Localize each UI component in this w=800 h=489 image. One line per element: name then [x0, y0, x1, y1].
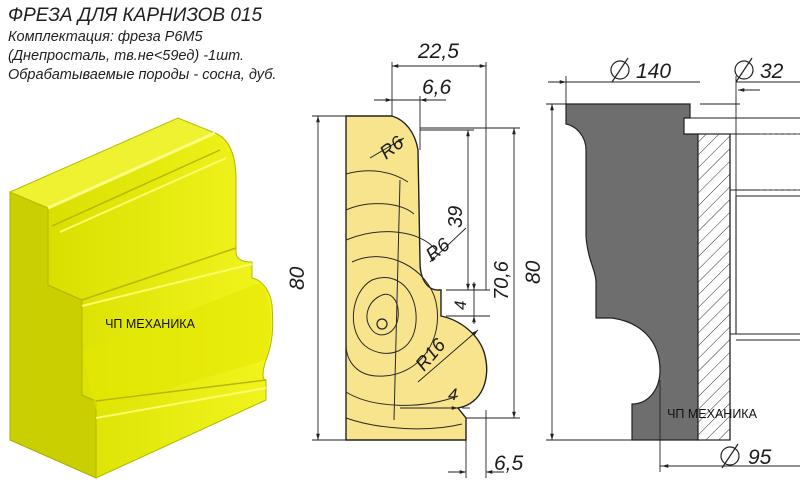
header-block: ФРЕЗА ДЛЯ КАРНИЗОВ 015 Комплектация: фре… — [8, 4, 276, 85]
spec-line-kit: Комплектация: фреза Р6М5 — [8, 29, 203, 45]
dim-radius-mid: R6 — [422, 234, 454, 266]
dim-dia-outer: 140 — [636, 60, 671, 83]
dim-height-70: 70,6 — [491, 260, 513, 300]
spec-line-steel: (Днепросталь, тв.не<59ед) -1шт. — [8, 48, 245, 64]
cutter-dimension-labels: 140 32 80 95 — [522, 57, 784, 469]
spec-line-woods: Обрабатываемые породы - сосна, дуб. — [8, 67, 277, 83]
dim-step-4-bottom: 4 — [448, 385, 457, 404]
dim-dia-small: 95 — [748, 446, 772, 469]
dim-dia-bore: 32 — [760, 60, 784, 83]
watermark-left: ЧП МЕХАНИКА — [105, 317, 196, 331]
cutter-section — [565, 103, 800, 441]
molding-3d-render — [8, 117, 274, 479]
page-title: ФРЕЗА ДЛЯ КАРНИЗОВ 015 — [8, 5, 263, 26]
cutter-dimensions — [546, 76, 800, 472]
dim-offset-bottom: 6,5 — [494, 452, 524, 475]
watermark-right: ЧП МЕХАНИКА — [667, 407, 758, 421]
diameter-32-label: 32 — [734, 57, 784, 83]
dim-offset-top: 6,6 — [422, 76, 452, 99]
profile-dimensions — [312, 62, 520, 478]
dim-depth-39: 39 — [445, 206, 467, 228]
diameter-95-label: 95 — [720, 443, 772, 469]
wood-profile-section — [345, 115, 488, 441]
dim-height-total: 80 — [286, 266, 309, 290]
dim-cutter-height: 80 — [522, 260, 545, 284]
diameter-140-label: 140 — [610, 57, 671, 83]
dim-step-4-vertical: 4 — [451, 301, 470, 310]
dim-width-top: 22,5 — [417, 40, 459, 63]
